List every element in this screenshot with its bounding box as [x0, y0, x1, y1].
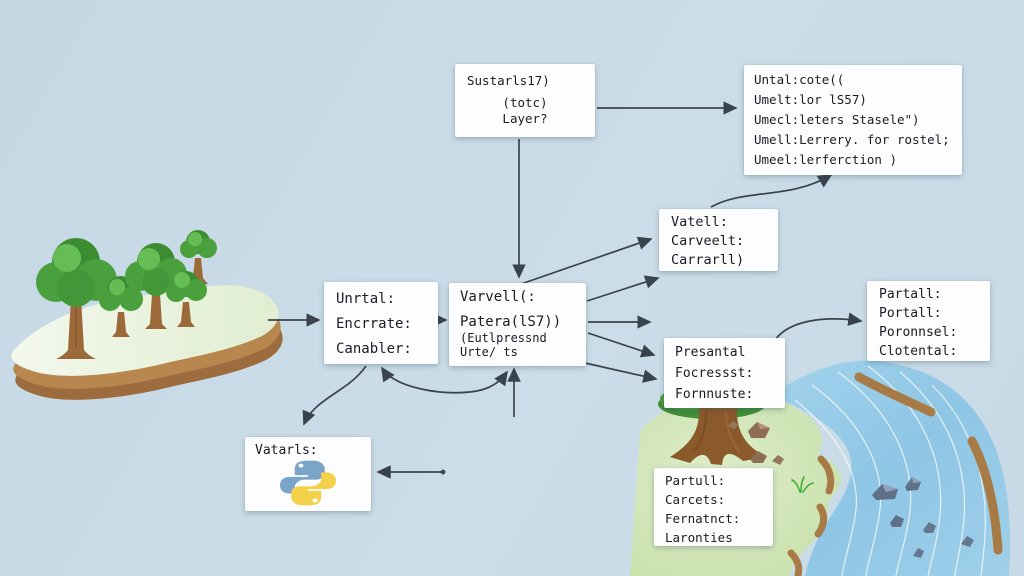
node-line: Laronties — [665, 530, 733, 545]
node-unrtal: Unrtal: Encrrate: Canabler: — [324, 282, 438, 364]
node-line: Carveelt: — [671, 233, 745, 249]
node-line: Presantal — [675, 345, 746, 360]
node-line: Varvell(: — [460, 289, 536, 305]
node-line: Partull: — [665, 473, 726, 488]
node-line: Sustarls17) — [467, 73, 550, 88]
node-sustarls: Sustarls17) (totc) Layer? — [455, 64, 595, 137]
tree — [166, 271, 207, 327]
node-presantal: Presantal Focressst: Fornnuste: — [664, 338, 785, 408]
arrow-junction-vatell — [520, 236, 653, 285]
node-partull: Partull: Carcets: Fernatnct: Laronties — [654, 468, 773, 546]
tree — [125, 243, 187, 329]
node-line: Clotental: — [879, 344, 958, 359]
river-rocks — [872, 477, 974, 558]
node-line: Encrrate: — [336, 316, 412, 332]
node-line: Umelt:lor lS57) — [754, 92, 867, 107]
node-line: (Eutlpressnd — [460, 331, 547, 345]
python-logo-icon — [280, 460, 336, 506]
node-line: Canabler: — [336, 341, 412, 357]
node-line: Poronnsel: — [879, 325, 958, 340]
node-line: Fernatnct: — [665, 511, 741, 526]
node-line: Unrtal: — [336, 291, 396, 307]
arrow-unrtal-vatarls — [302, 365, 367, 426]
node-line: Urte/ ts — [460, 345, 518, 359]
node-vatell: Vatell: Carveelt: Carrarll) — [659, 209, 778, 271]
node-line: Partall: — [879, 287, 942, 302]
arrow-endpoint-dot — [440, 469, 446, 475]
arrow-varvell-presantal-2 — [584, 362, 658, 383]
node-line: Untal:cote(( — [754, 72, 845, 87]
arrow-varvell-presantal-1 — [587, 332, 656, 358]
land-soil-edges — [787, 455, 835, 576]
node-line: Umecl:leters Stasele") — [754, 112, 920, 127]
node-line: Vatell: — [671, 214, 728, 230]
node-line: Fornnuste: — [675, 387, 754, 402]
river-bank-strips — [854, 372, 1003, 555]
arrow-presantal-partall — [774, 312, 863, 341]
arrow-curve-unrtal-varvell — [381, 366, 508, 394]
node-varvell: Varvell(: Patera(lS7)) (Eutlpressnd Urte… — [449, 283, 586, 366]
node-partall: Partall: Portall: Poronnsel: Clotental: — [867, 281, 990, 361]
node-line: (totc) — [502, 95, 548, 110]
node-untal: Untal:cote(( Umelt:lor lS57) Umecl:leter… — [744, 65, 962, 175]
tree — [180, 230, 217, 284]
land-rocks — [728, 421, 784, 465]
arrow-vatell-untal — [710, 174, 833, 208]
arrow-varvell-vatell — [586, 275, 660, 302]
tree — [36, 238, 117, 359]
node-line: Focressst: — [675, 366, 754, 381]
arrows-layer — [268, 101, 863, 479]
node-line: Layer? — [502, 111, 548, 126]
node-line: Umeel:lerferction ) — [754, 152, 897, 167]
node-line: Patera(lS7)) — [460, 314, 562, 330]
node-line: Vatarls: — [255, 443, 318, 458]
forest-island-illustration — [11, 230, 283, 400]
node-line: Carcets: — [665, 492, 726, 507]
node-vatarls: Vatarls: — [245, 437, 371, 511]
grass-tuft — [791, 476, 814, 493]
river-water — [770, 360, 1011, 576]
node-line: Portall: — [879, 306, 942, 321]
node-line: Umell:Lerrery. for rostel; — [754, 132, 950, 147]
node-line: Carrarll) — [671, 252, 745, 268]
